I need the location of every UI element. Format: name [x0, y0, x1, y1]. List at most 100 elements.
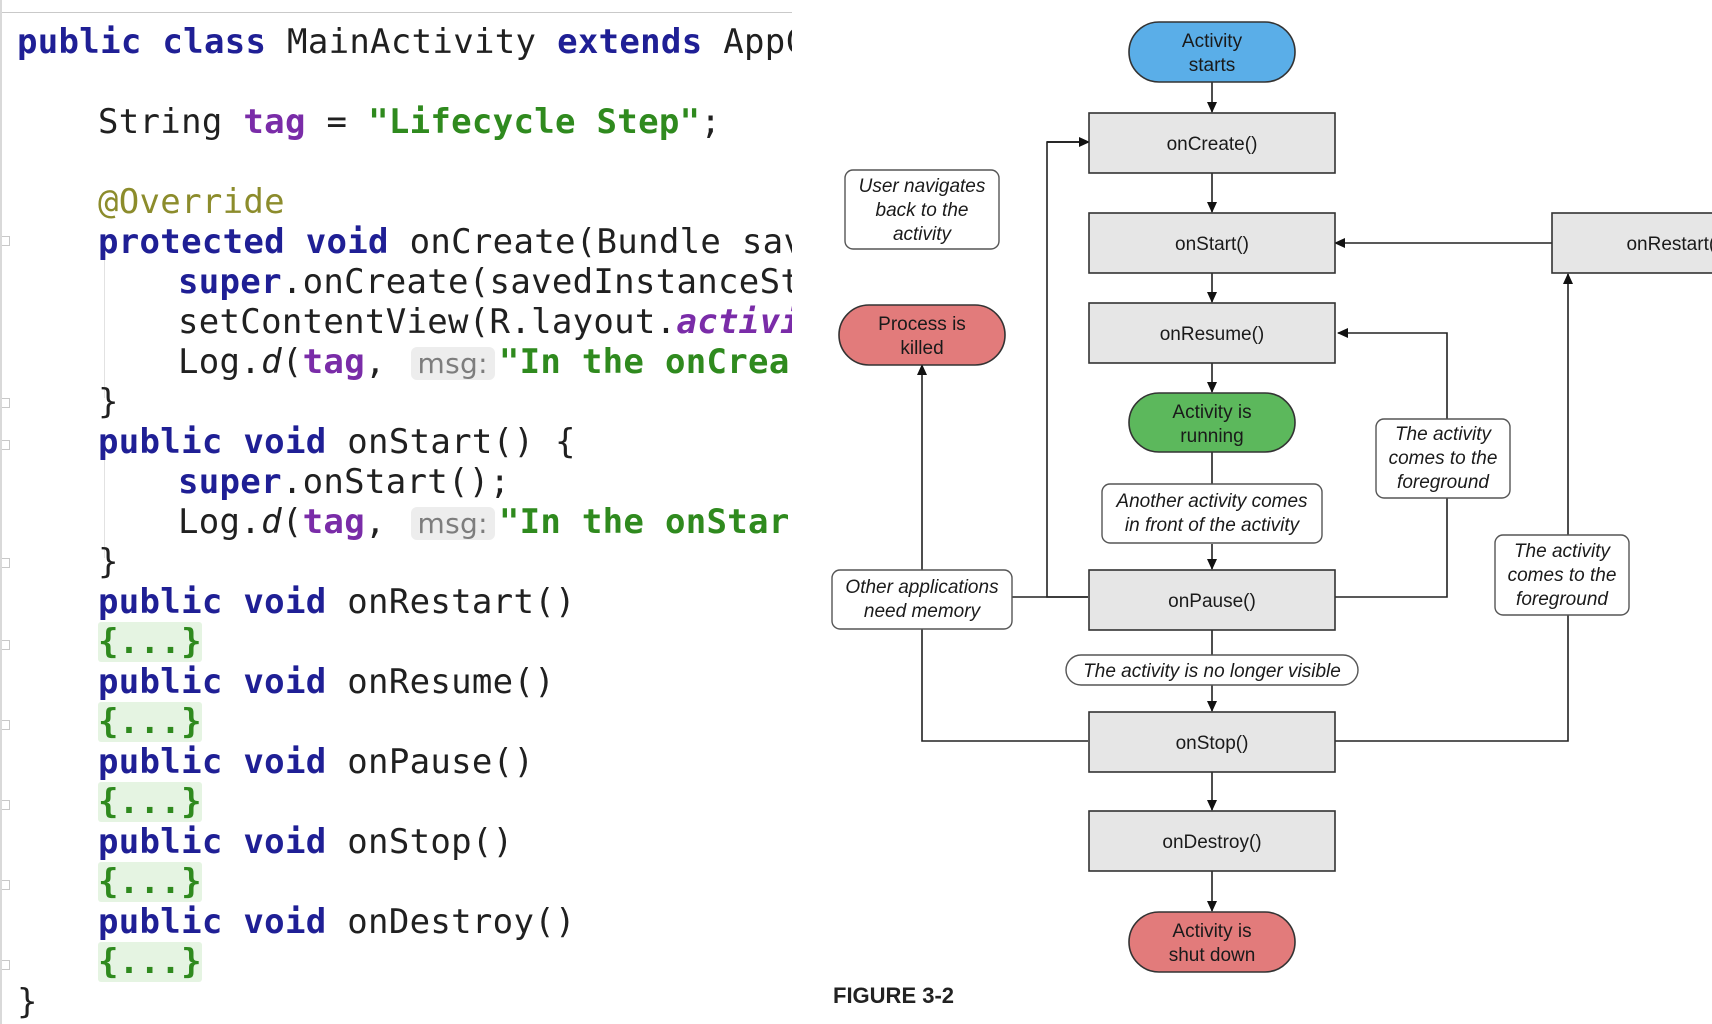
log-tag-arg: tag	[302, 502, 365, 542]
note-other-apps-memory-line2: need memory	[864, 601, 982, 622]
log-message-oncreate: "In the onCrea	[498, 342, 790, 382]
fold-marker-oncreate[interactable]	[2, 236, 10, 246]
folded-body-onpause[interactable]: {...}	[98, 782, 202, 822]
indent-guide-oncreate	[104, 256, 105, 398]
log-class: Log.	[178, 502, 262, 542]
code-line-ondestroy-folded: {...}	[98, 942, 202, 982]
note-user-navigates-back-line1: User navigates	[859, 176, 986, 197]
code-line-log-onstart: Log.d(tag, msg:"In the onStar	[178, 502, 790, 544]
operator-equals: =	[326, 102, 348, 142]
line-onpause-to-user-nav	[1046, 141, 1088, 598]
keyword-public: public	[98, 822, 223, 862]
code-line-log-oncreate: Log.d(tag, msg:"In the onCrea	[178, 342, 790, 384]
log-tag-arg: tag	[302, 342, 365, 382]
parameter-hint-msg: msg:	[410, 507, 495, 540]
set-content-view-call: setContentView(R.layout.	[178, 302, 677, 342]
terminal-activity-starts	[1128, 21, 1296, 83]
code-editor-panel: public class MainActivity extends AppC( …	[0, 0, 792, 1024]
state-label-onresume: onResume()	[1160, 324, 1265, 345]
log-method: d	[261, 342, 282, 382]
state-box-oncreate	[1088, 112, 1336, 174]
keyword-public: public	[98, 422, 223, 462]
figure-caption: FIGURE 3-2	[833, 983, 954, 1008]
comma: ,	[364, 342, 386, 382]
terminal-process-killed-line2: killed	[900, 338, 943, 359]
keyword-public: public	[98, 662, 223, 702]
terminal-process-killed	[838, 304, 1006, 366]
method-onrestart-signature: onRestart()	[347, 582, 576, 622]
state-label-onpause: onPause()	[1168, 591, 1256, 612]
method-onresume-signature: onResume()	[347, 662, 555, 702]
terminal-activity-starts-line1: Activity	[1182, 31, 1243, 52]
folded-body-onstop[interactable]: {...}	[98, 862, 202, 902]
note-another-activity-line2: in front of the activity	[1125, 515, 1301, 536]
fold-marker-onpause[interactable]	[2, 800, 10, 810]
note-user-navigates-back-line3: activity	[893, 224, 953, 245]
code-line-ondestroy-signature: public void onDestroy()	[98, 902, 576, 942]
paren-open: (	[281, 502, 303, 542]
state-box-onstop	[1088, 711, 1336, 773]
note-other-apps-memory-line1: Other applications	[845, 577, 999, 598]
terminal-nodes: Activity starts Process is killed Activi…	[838, 21, 1296, 973]
keyword-void: void	[305, 222, 389, 262]
folded-body-onrestart[interactable]: {...}	[98, 622, 202, 662]
fold-marker-onstart[interactable]	[2, 440, 10, 450]
note-foreground-resume-line1: The activity	[1395, 424, 1493, 445]
keyword-extends: extends	[557, 22, 703, 62]
parent-class-name: AppC(	[723, 22, 792, 62]
folded-body-ondestroy[interactable]: {...}	[98, 942, 202, 982]
code-line-onresume-folded: {...}	[98, 702, 202, 742]
state-boxes: onCreate() onStart() onRestart() onResum…	[1088, 112, 1712, 872]
code-line-onrestart-folded: {...}	[98, 622, 202, 662]
code-line-set-content-view: setContentView(R.layout.activit	[178, 302, 792, 342]
note-foreground-resume	[1375, 418, 1511, 499]
note-foreground-restart-line3: foreground	[1516, 589, 1609, 610]
fold-marker-onresume[interactable]	[2, 720, 10, 730]
keyword-protected: protected	[98, 222, 285, 262]
code-line-onpause-signature: public void onPause()	[98, 742, 534, 782]
fold-marker-oncreate-end[interactable]	[2, 398, 10, 408]
state-label-onstop: onStop()	[1176, 733, 1249, 754]
keyword-void: void	[243, 742, 327, 782]
fold-marker-ondestroy[interactable]	[2, 960, 10, 970]
code-line-onpause-folded: {...}	[98, 782, 202, 822]
parameter-hint-msg: msg:	[410, 347, 495, 380]
terminal-activity-running-line2: running	[1180, 426, 1243, 447]
note-user-navigates-back-line2: back to the	[876, 200, 969, 221]
code-line-class-declaration: public class MainActivity extends AppC(	[17, 22, 792, 62]
log-message-onstart: "In the onStar	[498, 502, 790, 542]
keyword-class: class	[162, 22, 267, 62]
keyword-void: void	[243, 902, 327, 942]
code-line-tag-field: String tag = "Lifecycle Step";	[98, 102, 721, 142]
keyword-public: public	[98, 742, 223, 782]
note-foreground-restart-line2: comes to the	[1508, 565, 1617, 586]
keyword-public: public	[17, 22, 142, 62]
keyword-super: super	[178, 262, 282, 302]
keyword-void: void	[243, 822, 327, 862]
state-label-ondestroy: onDestroy()	[1162, 832, 1261, 853]
note-foreground-resume-line3: foreground	[1397, 472, 1490, 493]
method-oncreate-signature: onCreate(Bundle save	[409, 222, 792, 262]
state-box-onresume	[1088, 302, 1336, 364]
arrow-onstop-to-onrestart	[1335, 273, 1573, 742]
note-other-apps-memory	[831, 569, 1013, 630]
state-label-onrestart: onRestart()	[1626, 234, 1712, 255]
state-box-onpause	[1088, 569, 1336, 631]
state-label-oncreate: onCreate()	[1167, 134, 1258, 155]
code-line-super-onstart: super.onStart();	[178, 462, 510, 502]
terminal-activity-shut-down	[1128, 911, 1296, 973]
fold-marker-onstart-end[interactable]	[2, 558, 10, 568]
folded-body-onresume[interactable]: {...}	[98, 702, 202, 742]
note-another-activity	[1101, 483, 1323, 544]
string-literal-tag: "Lifecycle Step"	[368, 102, 701, 142]
terminal-process-killed-line1: Process is	[878, 314, 966, 335]
fold-marker-onrestart[interactable]	[2, 640, 10, 650]
fold-marker-onstop[interactable]	[2, 880, 10, 890]
keyword-public: public	[98, 582, 223, 622]
note-foreground-resume-line2: comes to the	[1389, 448, 1498, 469]
state-label-onstart: onStart()	[1175, 234, 1249, 255]
comma: ,	[364, 502, 386, 542]
semicolon: ;	[700, 102, 722, 142]
terminal-activity-shut-down-line1: Activity is	[1172, 921, 1251, 942]
state-box-onstart	[1088, 212, 1336, 274]
